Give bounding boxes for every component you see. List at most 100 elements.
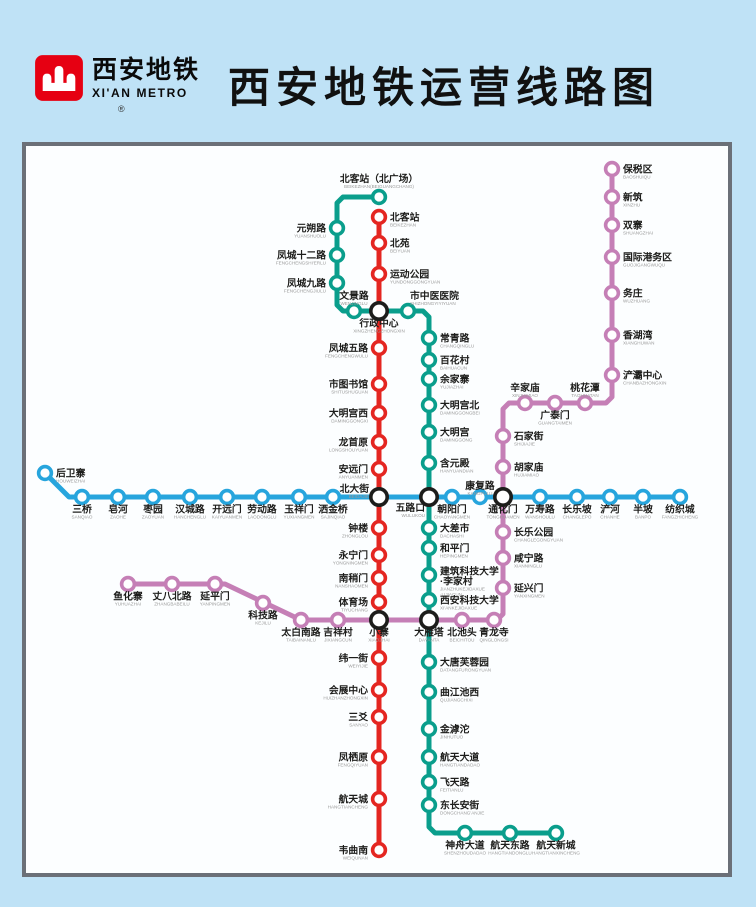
station-marker: [119, 575, 137, 593]
station-pinyin: SHIJIAJIE: [514, 441, 535, 446]
station-label: 皂河: [108, 503, 128, 516]
station-pinyin: ZHANGBABEILU: [154, 601, 189, 606]
station-pinyin: BEIDAJIE: [349, 494, 369, 499]
station-pinyin: HANGTIANDADAO: [440, 762, 480, 767]
station-label: 行政中心: [358, 317, 398, 330]
station-pinyin: BEIYUAN: [390, 248, 410, 253]
station-marker: [370, 208, 388, 226]
station-label: 双寨: [622, 219, 643, 232]
station-marker: [471, 488, 489, 506]
station-pinyin: KANGFULU: [467, 491, 492, 496]
station-marker: [292, 611, 310, 629]
station-marker: [420, 773, 438, 791]
station-marker: [531, 488, 549, 506]
registered-mark: ®: [118, 104, 125, 114]
station-pinyin: FENGCHENGJIULU: [284, 288, 326, 293]
station-marker: [456, 824, 474, 842]
station-marker: [329, 611, 347, 629]
station-pinyin: BEIKEZHAN: [390, 222, 416, 227]
station-marker: [568, 488, 586, 506]
station-label: 凤城五路: [329, 342, 368, 355]
station-pinyin: XIANNINGLU: [514, 563, 542, 568]
station-label: 浐灞中心: [623, 369, 662, 382]
station-label: 航天城: [339, 793, 369, 806]
header: ® 西安地铁 XI'AN METRO 西安地铁运营线路图: [0, 0, 756, 142]
station-label: 北客站（北广场）: [340, 172, 418, 185]
station-label: 广泰门: [540, 409, 570, 422]
station-pinyin: XINJIAMIAO: [512, 393, 538, 398]
station-label: 南稍门: [339, 572, 369, 585]
station-pinyin: CHANGLEGONGYUAN: [514, 537, 563, 542]
station-marker: [370, 790, 388, 808]
station-label: 西安科技大学: [440, 594, 499, 607]
station-label: 延兴门: [513, 582, 544, 595]
station-marker: [576, 394, 594, 412]
station-label: 航天大道: [440, 751, 479, 764]
station-marker: [603, 248, 621, 266]
station-pinyin: CHANBAZHONGXIN: [623, 380, 666, 385]
station-pinyin: KEJILU: [255, 620, 271, 625]
station-label: 延平门: [199, 590, 230, 603]
station-marker: [485, 611, 503, 629]
station-marker: [420, 454, 438, 472]
station-marker: [546, 394, 564, 412]
station-pinyin: ZAOYUAN: [142, 514, 164, 519]
station-marker: [328, 219, 346, 237]
station-label: 丈八北路: [152, 590, 191, 603]
station-label: 浐河: [600, 503, 620, 516]
station-pinyin: XIAOZHAI: [368, 637, 389, 642]
station-label: 鱼化寨: [113, 590, 143, 603]
station-pinyin: ZAOHE: [110, 514, 126, 519]
station-pinyin: KAIYUANMEN: [212, 514, 242, 519]
station-pinyin: NANSHAOMEN: [335, 583, 368, 588]
station-marker: [603, 160, 621, 178]
station-pinyin: BAIHUACUN: [440, 365, 467, 370]
station-marker: [181, 488, 199, 506]
station-label: 金滹沱: [439, 723, 470, 736]
station-marker: [453, 611, 471, 629]
transfer-station-marker: [368, 609, 389, 630]
station-marker: [36, 464, 54, 482]
station-pinyin: DAMINGGONG: [440, 437, 473, 442]
station-pinyin: DAMINGGONGXI: [331, 418, 368, 423]
station-pinyin: TAOHUATAN: [571, 393, 598, 398]
station-marker: [603, 326, 621, 344]
station-label: 五路口: [396, 501, 425, 514]
station-marker: [370, 708, 388, 726]
transfer-station-marker: [418, 609, 439, 630]
station-marker: [443, 488, 461, 506]
station-pinyin: BEIKEZHAN(BEIGUANGCHANG): [344, 184, 414, 189]
station-label: 后卫寨: [56, 467, 86, 480]
xian-metro-logo: ® 西安地铁 XI'AN METRO: [34, 54, 200, 114]
station-label: 飞天路: [440, 776, 470, 789]
station-pinyin: WULUKOU: [402, 513, 425, 518]
station-marker: [370, 519, 388, 537]
station-pinyin: ANYUANMEN: [339, 474, 368, 479]
station-pinyin: YUJIAZHAI: [440, 384, 463, 389]
station-marker: [328, 274, 346, 292]
